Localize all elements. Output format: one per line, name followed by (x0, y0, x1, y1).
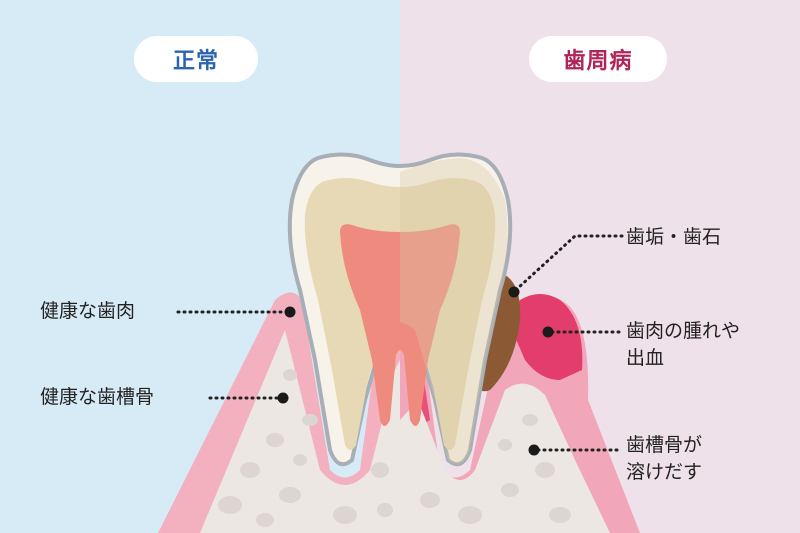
tooth-shading (400, 158, 508, 465)
label-healthy-gum: 健康な歯肉 (40, 300, 136, 322)
leader-dots (277, 286, 554, 456)
alveolar-bone-normal (200, 330, 400, 533)
label-bone-loss-line1: 歯槽骨が (626, 434, 703, 456)
alveolar-bone-dissolving (400, 383, 610, 533)
tartar-deposit (476, 275, 521, 392)
label-gum-swelling: 歯肉の腫れや 出血 (626, 318, 740, 372)
label-bone-loss-line2: 溶けだす (626, 461, 703, 483)
label-bone-loss: 歯槽骨が 溶けだす (626, 432, 702, 486)
label-gum-swelling-line2: 出血 (626, 347, 665, 369)
label-gum-swelling-line1: 歯肉の腫れや (626, 320, 741, 342)
normal-header: 正常 (134, 36, 258, 82)
tooth-pulp (340, 224, 460, 426)
label-plaque-tartar: 歯垢・歯石 (626, 226, 722, 248)
label-healthy-bone: 健康な歯槽骨 (40, 386, 155, 408)
periodontal-header: 歯周病 (529, 36, 667, 82)
leader-lines (176, 234, 624, 452)
